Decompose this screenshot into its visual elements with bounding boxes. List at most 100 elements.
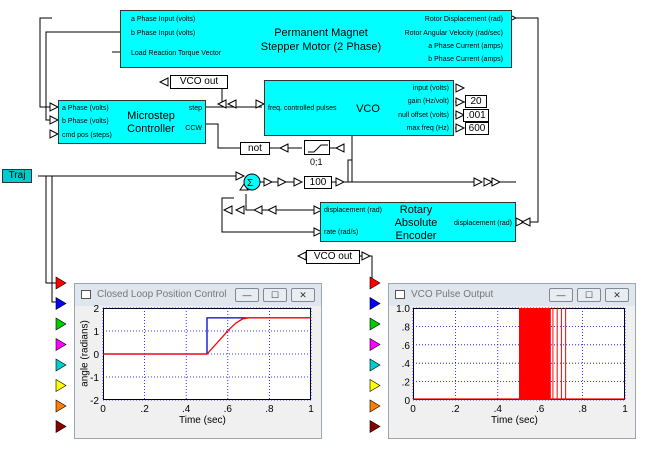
left-xlabel: Time (sec) <box>179 415 226 426</box>
x-tick-label: .4 <box>182 404 191 415</box>
vco-port-input: input (volts) <box>412 85 449 92</box>
pmsm-out-a-current: a Phase Current (amps) <box>428 43 503 50</box>
scope-titlebar[interactable]: Closed Loop Position Control — ☐ ✕ <box>75 284 321 306</box>
command-trace <box>103 317 311 355</box>
close-button[interactable]: ✕ <box>605 288 629 302</box>
stepper-motor-block[interactable]: a Phase Input (volts) b Phase Input (vol… <box>120 10 512 68</box>
vco-out-label-bottom[interactable]: VCO out <box>306 250 360 264</box>
left-ylabel: angle (radians) <box>79 320 91 387</box>
maximize-button[interactable]: ☐ <box>263 288 287 302</box>
x-tick-label: 1 <box>622 404 628 415</box>
response-trace <box>103 317 311 355</box>
minimize-button[interactable]: — <box>235 288 259 302</box>
svg-text:Σ: Σ <box>247 178 253 189</box>
pmsm-in-a-phase: a Phase Input (volts) <box>131 16 196 23</box>
scope-titlebar[interactable]: VCO Pulse Output — ☐ ✕ <box>389 284 635 306</box>
x-tick-label: 0 <box>100 404 106 415</box>
x-tick-label: .6 <box>536 404 545 415</box>
y-tick-label: 1.0 <box>396 304 410 315</box>
pmsm-title-1: Permanent Magnet <box>274 27 368 39</box>
y-tick-label: 1 <box>93 327 99 338</box>
minimize-button[interactable]: — <box>549 288 573 302</box>
scope-right-input-6[interactable] <box>369 378 381 393</box>
microstep-title-2: Controller <box>127 123 175 135</box>
scope-right-input-1[interactable] <box>369 276 381 290</box>
encoder-title-1: Rotary <box>399 204 433 216</box>
x-tick-label: .4 <box>494 404 503 415</box>
vco-port-max-freq: max freq (Hz) <box>406 125 449 132</box>
window-icon <box>81 290 91 299</box>
scope-right-input-4[interactable] <box>369 337 381 352</box>
right-xlabel: Time (sec) <box>491 415 538 426</box>
scope-left-input-7[interactable] <box>55 399 67 413</box>
x-tick-label: .2 <box>140 404 149 415</box>
scope-right-input-2[interactable] <box>369 296 381 311</box>
encoder-in-rate: rate (rad/s) <box>324 229 359 236</box>
x-tick-label: .8 <box>578 404 587 415</box>
pmsm-in-load-torque: Load Reaction Torque Vector <box>131 50 222 57</box>
pmsm-title-2: Stepper Motor (2 Phase) <box>260 41 382 53</box>
window-title: VCO Pulse Output <box>411 289 494 300</box>
traj-source-block[interactable]: Traj <box>2 169 32 183</box>
scope-left-input-6[interactable] <box>55 378 67 393</box>
scope-right-input-5[interactable] <box>369 358 381 372</box>
scope-left-input-5[interactable] <box>55 358 67 372</box>
pmsm-out-rotor-disp: Rotor Displacement (rad) <box>424 16 503 23</box>
microstep-out-step: step <box>188 105 202 112</box>
limiter-block[interactable] <box>304 140 330 155</box>
window-icon <box>395 290 405 299</box>
pulse-train-band <box>519 308 551 400</box>
scope-left-input-1[interactable] <box>55 276 67 290</box>
scope-right-input-3[interactable] <box>369 317 381 331</box>
not-block[interactable]: not <box>240 142 270 155</box>
scope-left-input-3[interactable] <box>55 317 67 331</box>
scope-left-input-4[interactable] <box>55 337 67 352</box>
vco-gain-const[interactable]: 20 <box>465 95 487 108</box>
pmsm-in-b-phase: b Phase Input (volts) <box>131 30 196 37</box>
y-tick-label: 0 <box>404 396 410 407</box>
y-tick-label: .2 <box>402 378 411 389</box>
vco-port-gain: gain (Hz/volt) <box>407 98 449 105</box>
y-tick-label: 0 <box>93 350 99 361</box>
vco-max-freq-const[interactable]: 600 <box>465 122 489 135</box>
maximize-button[interactable]: ☐ <box>577 288 601 302</box>
microstep-out-ccw: CCW <box>185 125 202 132</box>
pmsm-out-rotor-vel: Rotor Angular Velocity (rad/sec) <box>404 30 503 37</box>
y-tick-label: 2 <box>93 304 99 315</box>
vco-out-label-top[interactable]: VCO out <box>170 75 228 89</box>
microstep-in-a-phase: a Phase (volts) <box>62 105 109 112</box>
close-button[interactable]: ✕ <box>291 288 315 302</box>
x-tick-label: .8 <box>265 404 274 415</box>
scope-right-input-7[interactable] <box>369 399 381 413</box>
pmsm-out-b-current: b Phase Current (amps) <box>428 56 503 63</box>
y-tick-label: -1 <box>90 373 99 384</box>
scope-window-closed-loop[interactable]: Closed Loop Position Control — ☐ ✕ 0 .2 .4… <box>74 283 322 439</box>
y-tick-label: .8 <box>402 322 411 333</box>
encoder-in-displacement: displacement (rad) <box>324 207 382 214</box>
microstep-title-1: Microstep <box>127 110 175 122</box>
x-tick-label: .2 <box>451 404 460 415</box>
scope-left-input-2[interactable] <box>55 296 67 311</box>
vco-null-offset-const[interactable]: .001 <box>463 109 489 122</box>
vco-block[interactable]: freq. controlled pulses VCO input (volts… <box>264 80 454 136</box>
vco-title: VCO <box>356 103 380 115</box>
y-tick-label: .4 <box>402 359 411 370</box>
vco-port-null-offset: null offset (volts) <box>398 112 449 119</box>
x-tick-label: 1 <box>308 404 314 415</box>
window-title: Closed Loop Position Control <box>97 289 227 300</box>
vco-in-freq-pulses: freq. controlled pulses <box>268 105 337 112</box>
microstep-controller-block[interactable]: a Phase (volts) b Phase (volts) cmd pos … <box>58 100 206 144</box>
microstep-in-cmd-pos: cmd pos (steps) <box>62 132 112 139</box>
x-tick-label: .6 <box>224 404 233 415</box>
scope-left-input-8[interactable] <box>55 419 67 434</box>
scope-right-input-8[interactable] <box>369 419 381 434</box>
gain-100-block[interactable]: 100 <box>304 176 332 189</box>
limiter-range-label: 0;1 <box>310 157 323 167</box>
rotary-encoder-block[interactable]: displacement (rad) rate (rad/s) Rotary A… <box>320 202 516 242</box>
microstep-in-b-phase: b Phase (volts) <box>62 118 109 125</box>
x-tick-label: 0 <box>410 404 416 415</box>
